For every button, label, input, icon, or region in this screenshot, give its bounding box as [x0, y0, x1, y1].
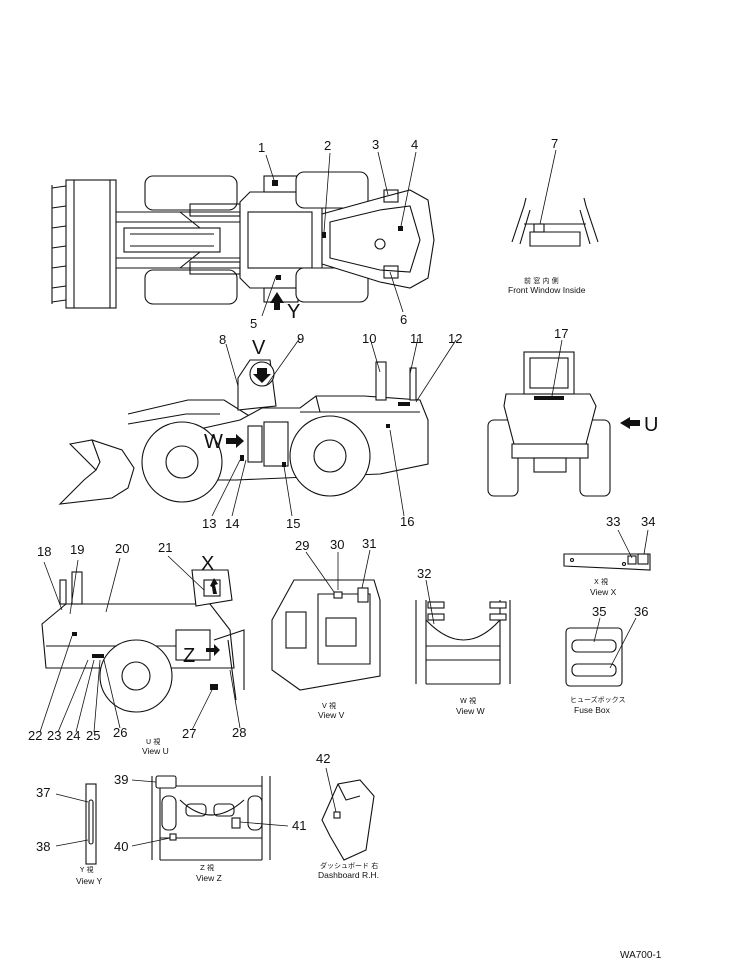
side-view-loader — [58, 337, 457, 517]
caption-dash-en: Dashboard R.H. — [318, 870, 379, 880]
callout-38: 38 — [36, 839, 50, 854]
callout-34: 34 — [641, 514, 655, 529]
callout-24: 24 — [66, 728, 80, 743]
caption-view-x-en: View X — [590, 587, 617, 597]
marker-w: W — [204, 431, 223, 453]
figure-code: WA700-1 — [620, 950, 662, 961]
view-x-panel — [563, 529, 651, 571]
callout-31: 31 — [362, 536, 376, 551]
callout-16: 16 — [400, 514, 414, 529]
callout-37: 37 — [36, 785, 50, 800]
callout-32: 32 — [417, 566, 431, 581]
callout-17: 17 — [554, 326, 568, 341]
view-u-loader — [39, 555, 245, 733]
callout-3: 3 — [372, 137, 379, 152]
callout-5: 5 — [250, 316, 257, 331]
caption-view-u-jp: U 視 — [146, 737, 160, 746]
callout-23: 23 — [47, 728, 61, 743]
callout-7: 7 — [551, 136, 558, 151]
callout-6: 6 — [400, 312, 407, 327]
callout-19: 19 — [70, 542, 84, 557]
caption-view-z-en: View Z — [196, 873, 222, 883]
callout-10: 10 — [362, 331, 376, 346]
caption-dash-jp: ダッシュボード 右 — [320, 861, 378, 870]
callout-36: 36 — [634, 604, 648, 619]
callout-9: 9 — [297, 331, 304, 346]
callout-27: 27 — [182, 726, 196, 741]
caption-view-v-en: View V — [318, 710, 345, 720]
view-z-panel — [131, 775, 289, 861]
callout-22: 22 — [28, 728, 42, 743]
caption-view-y-en: View Y — [76, 876, 102, 886]
callout-26: 26 — [113, 725, 127, 740]
front-window-view — [511, 149, 599, 247]
callout-21: 21 — [158, 540, 172, 555]
caption-view-w-jp: W 視 — [460, 696, 476, 705]
marker-v: V — [252, 337, 266, 359]
caption-view-z-jp: Z 視 — [200, 863, 214, 872]
callout-1: 1 — [258, 140, 265, 155]
callout-41: 41 — [292, 818, 306, 833]
caption-view-y-jp: Y 視 — [79, 865, 94, 874]
callout-18: 18 — [37, 544, 51, 559]
view-markers: Y V W U X Z — [183, 301, 658, 667]
callout-13: 13 — [202, 516, 216, 531]
callout-4: 4 — [411, 137, 418, 152]
top-view-loader — [51, 151, 435, 317]
callout-35: 35 — [592, 604, 606, 619]
caption-window-jp: 前 窓 内 側 — [524, 276, 559, 285]
callout-40: 40 — [114, 839, 128, 854]
callout-2: 2 — [324, 138, 331, 153]
callout-33: 33 — [606, 514, 620, 529]
dashboard-rh-panel — [321, 767, 375, 861]
callout-25: 25 — [86, 728, 100, 743]
caption-fuse-jp: ヒューズボックス — [570, 695, 625, 704]
caption-view-w-en: View W — [456, 706, 485, 716]
rear-view-loader — [487, 339, 640, 497]
marker-u: U — [644, 414, 658, 436]
marker-x: X — [201, 553, 214, 575]
callout-11: 11 — [410, 331, 424, 346]
caption-view-u-en: View U — [142, 746, 169, 756]
callout-20: 20 — [115, 541, 129, 556]
caption-fuse-en: Fuse Box — [574, 705, 611, 715]
view-w-panel — [415, 579, 511, 685]
caption-window-en: Front Window Inside — [508, 285, 586, 295]
callout-15: 15 — [286, 516, 300, 531]
callout-14: 14 — [225, 516, 239, 531]
marker-y: Y — [287, 301, 300, 323]
callout-labels: 1 2 3 4 5 6 7 8 9 10 11 12 13 14 15 16 1… — [28, 136, 655, 854]
view-y-panel — [55, 783, 97, 865]
caption-view-v-jp: V 視 — [322, 701, 336, 710]
caption-view-x-jp: X 視 — [594, 577, 608, 586]
view-v-panel — [271, 549, 381, 691]
callout-39: 39 — [114, 772, 128, 787]
callout-30: 30 — [330, 537, 344, 552]
callout-29: 29 — [295, 538, 309, 553]
marker-z: Z — [183, 645, 195, 667]
captions: 前 窓 内 側 Front Window Inside U 視 View U V… — [76, 276, 625, 886]
callout-28: 28 — [232, 725, 246, 740]
callout-8: 8 — [219, 332, 226, 347]
callout-42: 42 — [316, 751, 330, 766]
fuse-box-panel — [565, 617, 637, 687]
callout-12: 12 — [448, 331, 462, 346]
